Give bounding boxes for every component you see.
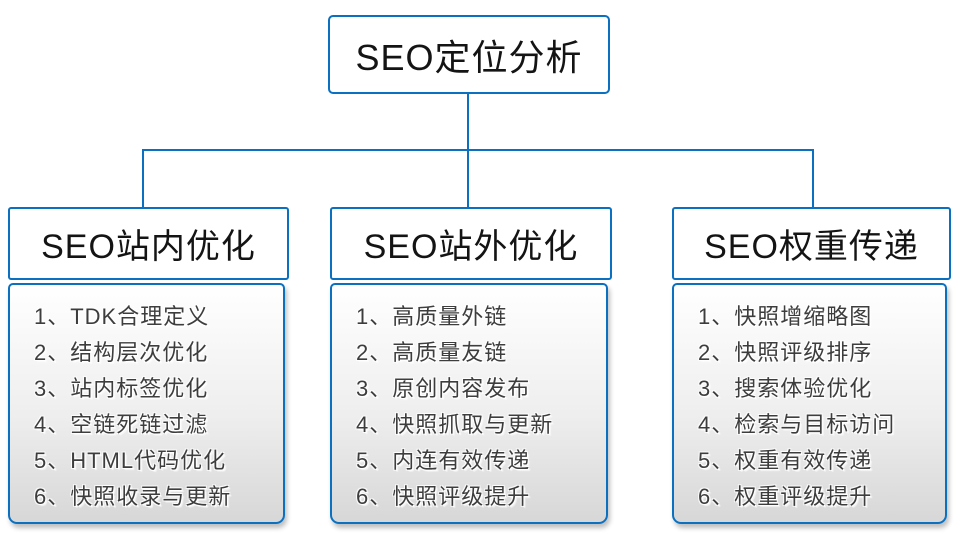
list-item: 5、权重有效传递: [698, 448, 873, 473]
column-header-weight-transfer: SEO权重传递: [672, 207, 951, 280]
column-list-onsite: 1、TDK合理定义 2、结构层次优化 3、站内标签优化 4、空链死链过滤 5、H…: [8, 283, 285, 524]
column-header-label: SEO权重传递: [704, 228, 919, 266]
connector-drop-left: [142, 149, 144, 207]
column-header-label: SEO站内优化: [41, 228, 256, 266]
list-item: 3、搜索体验优化: [698, 376, 873, 401]
list-item: 1、TDK合理定义: [34, 304, 210, 329]
list-item: 6、快照评级提升: [356, 484, 531, 509]
list-item: 3、原创内容发布: [356, 376, 531, 401]
connector-root-stem: [467, 92, 469, 150]
list-item: 1、快照增缩略图: [698, 304, 873, 329]
list-item: 2、快照评级排序: [698, 340, 873, 365]
list-item: 4、空链死链过滤: [34, 412, 209, 437]
column-list-offsite: 1、高质量外链 2、高质量友链 3、原创内容发布 4、快照抓取与更新 5、内连有…: [330, 283, 608, 524]
column-header-label: SEO站外优化: [363, 228, 579, 266]
column-header-onsite: SEO站内优化: [8, 207, 289, 280]
list-item: 4、快照抓取与更新: [356, 412, 554, 437]
column-header-offsite: SEO站外优化: [330, 207, 612, 280]
connector-drop-center: [467, 149, 469, 207]
list-item: 4、检索与目标访问: [698, 412, 896, 437]
list-item: 5、HTML代码优化: [34, 448, 227, 473]
list-item: 3、站内标签优化: [34, 376, 209, 401]
list-item: 6、权重评级提升: [698, 484, 873, 509]
root-node-label: SEO定位分析: [355, 36, 583, 78]
list-item: 2、结构层次优化: [34, 340, 209, 365]
list-item: 1、高质量外链: [356, 304, 508, 329]
connector-horizontal-bar: [142, 149, 814, 151]
list-item: 6、快照收录与更新: [34, 484, 232, 509]
root-node-seo-positioning: SEO定位分析: [328, 15, 610, 94]
list-item: 2、高质量友链: [356, 340, 508, 365]
list-item: 5、内连有效传递: [356, 448, 531, 473]
connector-drop-right: [812, 149, 814, 207]
column-list-weight-transfer: 1、快照增缩略图 2、快照评级排序 3、搜索体验优化 4、检索与目标访问 5、权…: [672, 283, 947, 524]
